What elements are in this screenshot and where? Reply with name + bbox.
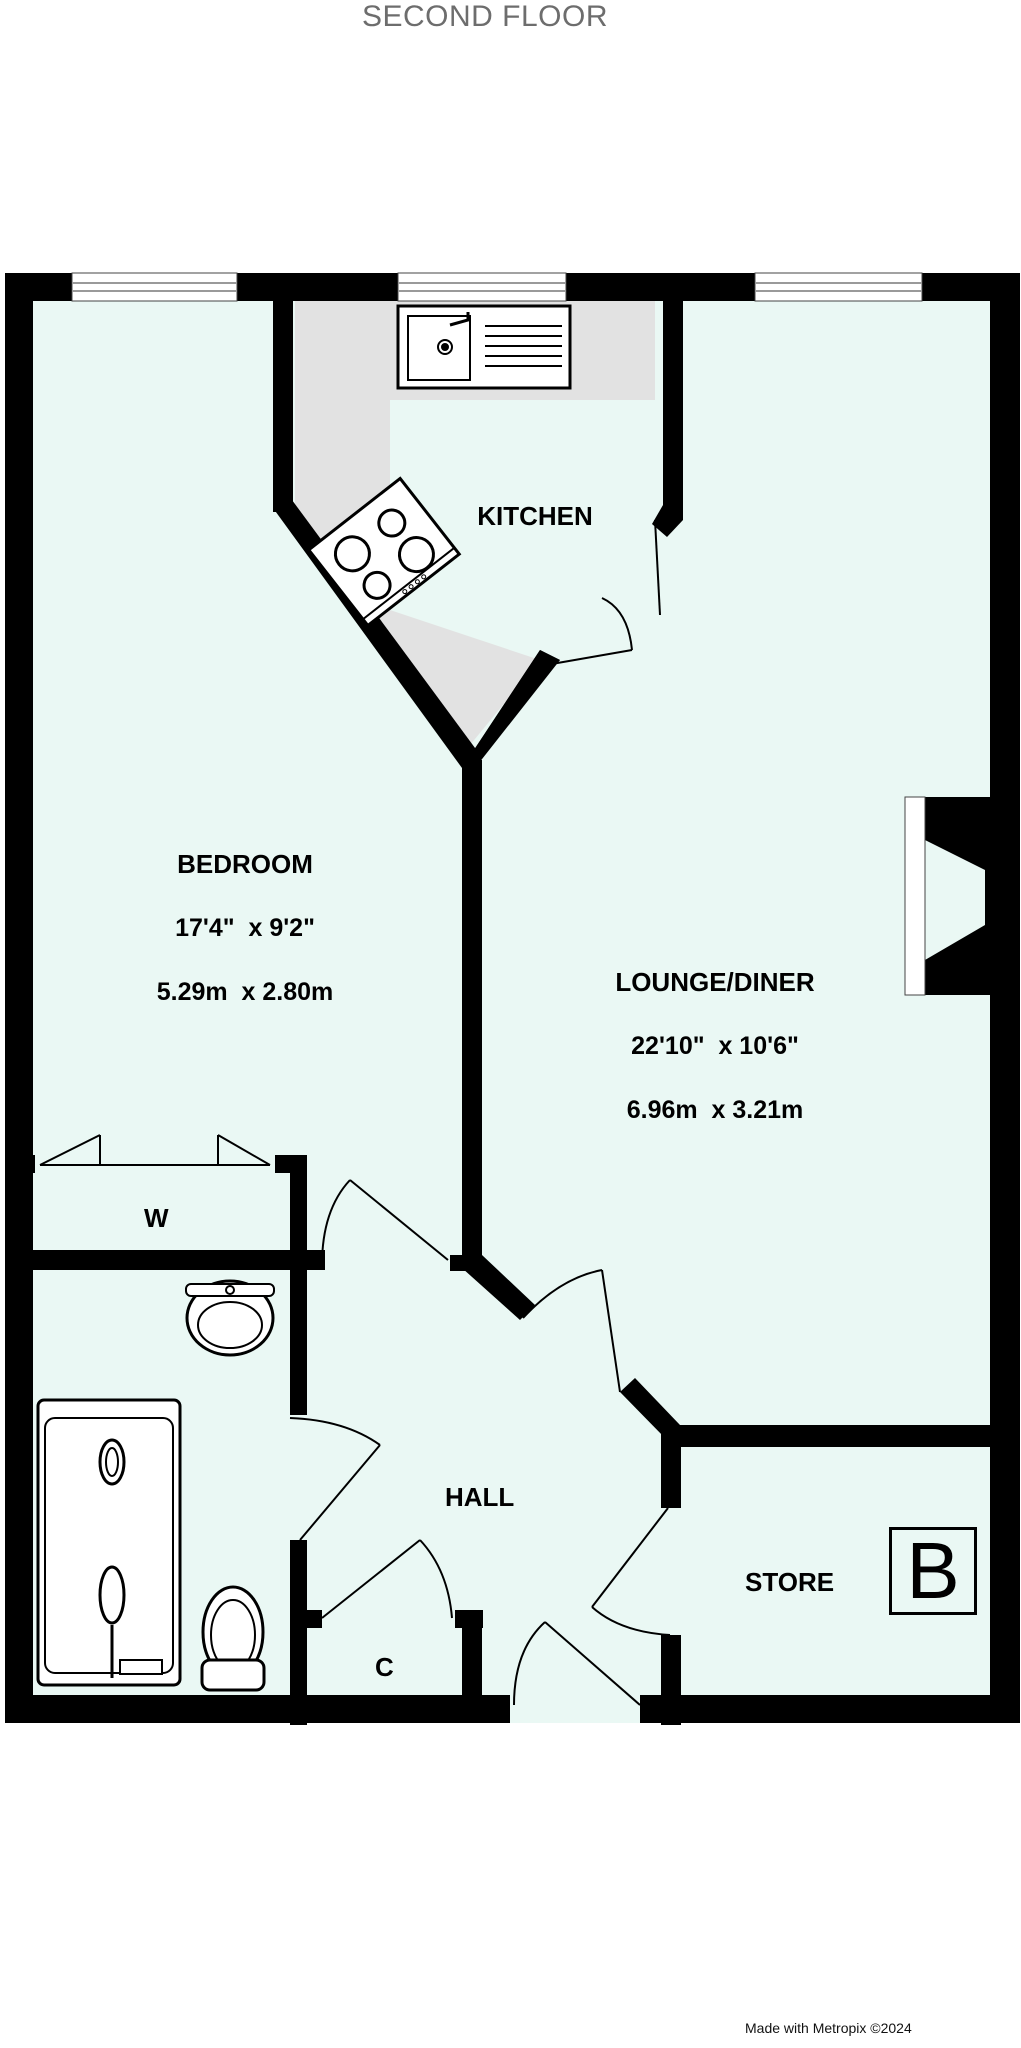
bedroom-name: BEDROOM <box>177 849 313 879</box>
room-label-bedroom: BEDROOM 17'4" x 9'2" 5.29m x 2.80m <box>110 814 380 1024</box>
front-door-opening <box>510 1695 640 1723</box>
room-label-wardrobe: W <box>144 1203 169 1233</box>
floor-title: SECOND FLOOR <box>361 0 609 33</box>
kitchen-hob <box>306 476 462 628</box>
window-kitchen <box>397 272 567 302</box>
room-label-store: STORE <box>745 1567 835 1597</box>
outer-wall-left <box>5 273 33 1723</box>
outer-wall-bottom-right <box>640 1695 1020 1723</box>
bath <box>36 1398 182 1687</box>
bedroom-metric: 5.29m x 2.80m <box>156 978 334 1006</box>
kitchen-sink <box>396 304 572 390</box>
credit-text: Made with Metropix ©2024 <box>745 2020 912 2036</box>
room-label-cupboard: C <box>375 1652 394 1682</box>
floor-area <box>20 290 992 1695</box>
window-glazing <box>72 282 922 292</box>
lounge-name: LOUNGE/DINER <box>615 967 815 997</box>
toilet <box>200 1585 266 1692</box>
room-label-kitchen: KITCHEN <box>440 466 630 548</box>
lounge-metric: 6.96m x 3.21m <box>626 1096 804 1124</box>
outer-wall-right <box>990 273 1020 1723</box>
fireplace-hearth <box>904 796 926 996</box>
kitchen-worktop <box>295 300 655 745</box>
door-swings <box>39 519 671 1706</box>
wash-basin <box>185 1279 275 1357</box>
lounge-imperial: 22'10" x 10'6" <box>631 1032 799 1060</box>
boiler-symbol: B <box>889 1526 977 1615</box>
room-label-hall: HALL <box>445 1482 515 1512</box>
window-bedroom <box>71 272 238 302</box>
kitchen-name: KITCHEN <box>477 501 593 531</box>
windows <box>71 272 926 1723</box>
outer-wall-bottom-left <box>5 1695 510 1723</box>
bedroom-imperial: 17'4" x 9'2" <box>175 914 315 942</box>
window-lounge <box>754 272 923 302</box>
room-label-lounge: LOUNGE/DINER 22'10" x 10'6" 6.96m x 3.21… <box>580 932 850 1142</box>
